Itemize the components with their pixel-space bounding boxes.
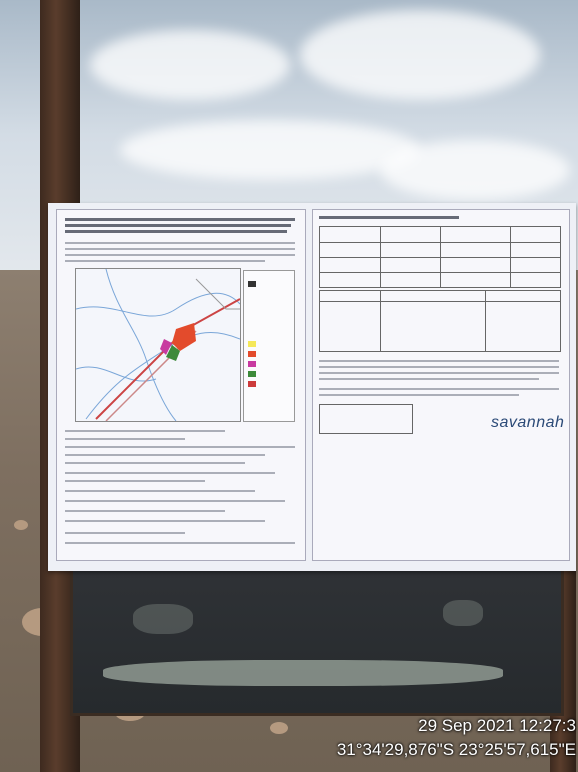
photo-coordinates: 31°34'29,876"S 23°25'57,615"E	[336, 740, 576, 759]
paint-mark	[103, 660, 503, 686]
notice-poster: savannah	[48, 203, 576, 571]
text-line	[65, 542, 295, 544]
title-line	[65, 218, 295, 221]
text-line	[65, 500, 285, 502]
cloud	[90, 30, 290, 100]
cloud	[120, 120, 420, 180]
text-line	[65, 472, 275, 474]
savannah-logo: savannah	[491, 414, 565, 431]
text-line	[65, 480, 205, 482]
board-back	[70, 565, 564, 716]
text-line	[65, 254, 295, 256]
text-line	[319, 360, 559, 362]
rock	[14, 520, 28, 530]
site-map	[75, 268, 241, 422]
text-line	[319, 378, 539, 380]
text-line	[65, 520, 265, 522]
text-line	[319, 372, 559, 374]
text-line	[65, 446, 295, 448]
left-panel	[56, 209, 306, 561]
text-line	[65, 248, 295, 250]
paint-mark	[133, 604, 193, 634]
paint-mark	[443, 600, 483, 626]
right-panel: savannah	[312, 209, 570, 561]
text-line	[319, 394, 519, 396]
cloud	[380, 140, 570, 200]
contact-box	[319, 404, 413, 434]
info-table	[319, 226, 561, 288]
cloud	[300, 10, 540, 100]
text-line	[65, 510, 225, 512]
text-line	[65, 532, 185, 534]
title-line	[65, 230, 287, 233]
activity-table	[319, 290, 561, 352]
text-line	[65, 260, 265, 262]
text-line	[319, 388, 559, 390]
rock	[270, 722, 288, 734]
map-legend	[243, 270, 295, 422]
title-line	[319, 216, 459, 219]
title-line	[65, 224, 291, 227]
text-line	[65, 242, 295, 244]
text-line	[65, 490, 255, 492]
text-line	[65, 438, 185, 440]
photo-timestamp: 29 Sep 2021 12:27:3	[418, 716, 576, 735]
text-line	[65, 454, 265, 456]
text-line	[65, 430, 225, 432]
text-line	[319, 366, 559, 368]
text-line	[65, 462, 245, 464]
